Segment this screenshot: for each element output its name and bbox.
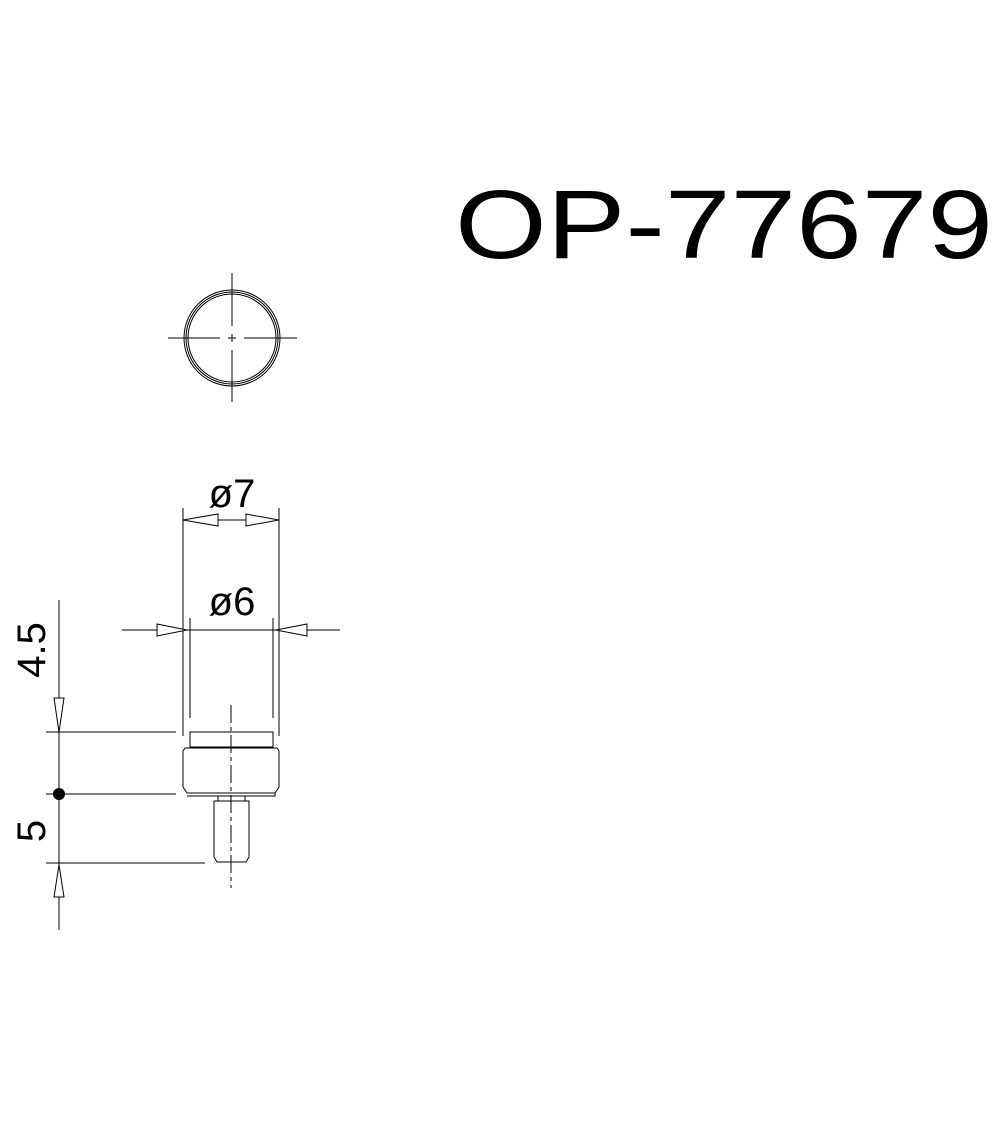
outer-diameter-label: ø7 xyxy=(209,472,256,516)
arrow-up-icon xyxy=(53,864,65,898)
arrow-left-icon xyxy=(182,513,219,527)
top-cap xyxy=(189,731,274,748)
inner-diameter-label: ø6 xyxy=(209,580,256,624)
part-number-title: OP-77679 xyxy=(455,170,993,279)
datum-dot xyxy=(53,788,65,800)
dim-outer-diameter: ø7 xyxy=(182,472,280,736)
dim-inner-diameter: ø6 xyxy=(122,580,340,718)
upper-height-label: 4.5 xyxy=(10,622,54,678)
arrow-down-icon xyxy=(53,697,65,733)
lower-height-label: 5 xyxy=(10,820,54,842)
arrow-right-icon xyxy=(245,513,280,527)
top-view xyxy=(168,273,297,402)
side-view xyxy=(182,705,280,888)
arrow-right-icon xyxy=(156,623,188,637)
center-mark xyxy=(168,273,297,402)
arrow-left-icon xyxy=(275,623,308,637)
dim-heights: 4.5 5 xyxy=(10,600,205,930)
shaft xyxy=(213,796,250,863)
